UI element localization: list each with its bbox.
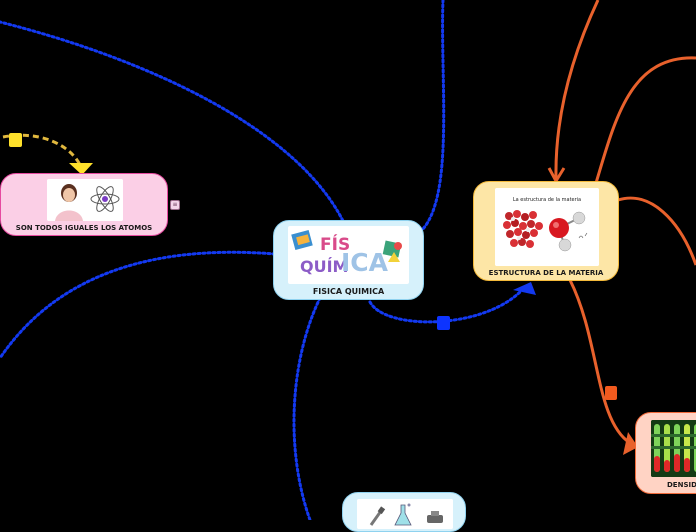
test-tubes-icon (651, 424, 696, 472)
bottom-node[interactable] (342, 492, 466, 532)
marker-orange[interactable] (605, 386, 617, 400)
connector-fq-to-estructura (368, 290, 522, 324)
atomos-title: SON TODOS IGUALES LOS ATOMOS (15, 224, 153, 232)
estructura-node[interactable]: La estructura de la materia (473, 181, 619, 281)
connector-orange-right2 (617, 196, 696, 266)
bottom-node-image (357, 499, 453, 529)
connector-orange-top (554, 0, 600, 179)
arrowhead-yellow (69, 163, 93, 175)
fisica-quimica-image: FÍS QUÍM ICA (288, 226, 409, 284)
logo-text-top: FÍS (320, 233, 350, 255)
connector-fq-to-bottom (292, 296, 322, 520)
central-topic-node[interactable]: FÍS QUÍM ICA FISICA QUIMICA (273, 220, 424, 300)
marker-blue[interactable] (437, 316, 450, 330)
densidad-node[interactable]: DENSID (635, 412, 696, 494)
estructura-image: La estructura de la materia (495, 188, 599, 266)
connector-orange-right1 (594, 56, 696, 184)
atom-icon (90, 186, 120, 212)
densidad-image (651, 420, 696, 477)
estructura-title: ESTRUCTURA DE LA MATERIA (488, 269, 604, 277)
arrowhead-orange-densidad (623, 432, 638, 455)
connector-fq-to-top (418, 0, 446, 234)
molecule-cluster-icon (503, 210, 543, 248)
molecule-icon (549, 211, 588, 252)
logo-text-big: ICA (341, 248, 389, 277)
marker-yellow[interactable] (9, 133, 22, 147)
atomos-node[interactable]: SON TODOS IGUALES LOS ATOMOS (0, 173, 168, 236)
note-icon[interactable]: ≡ (170, 200, 180, 210)
atomos-image (47, 179, 123, 221)
densidad-title: DENSID (667, 481, 696, 489)
logo-text-bottom: QUÍM (300, 257, 348, 276)
connector-fq-to-topleft (0, 20, 347, 227)
connector-fq-to-left (0, 250, 277, 360)
connector-orange-densidad (568, 279, 631, 445)
central-topic-title: FISICA QUIMICA (312, 287, 385, 296)
arrowhead-blue (513, 282, 536, 295)
estructura-image-caption: La estructura de la materia (513, 197, 581, 203)
